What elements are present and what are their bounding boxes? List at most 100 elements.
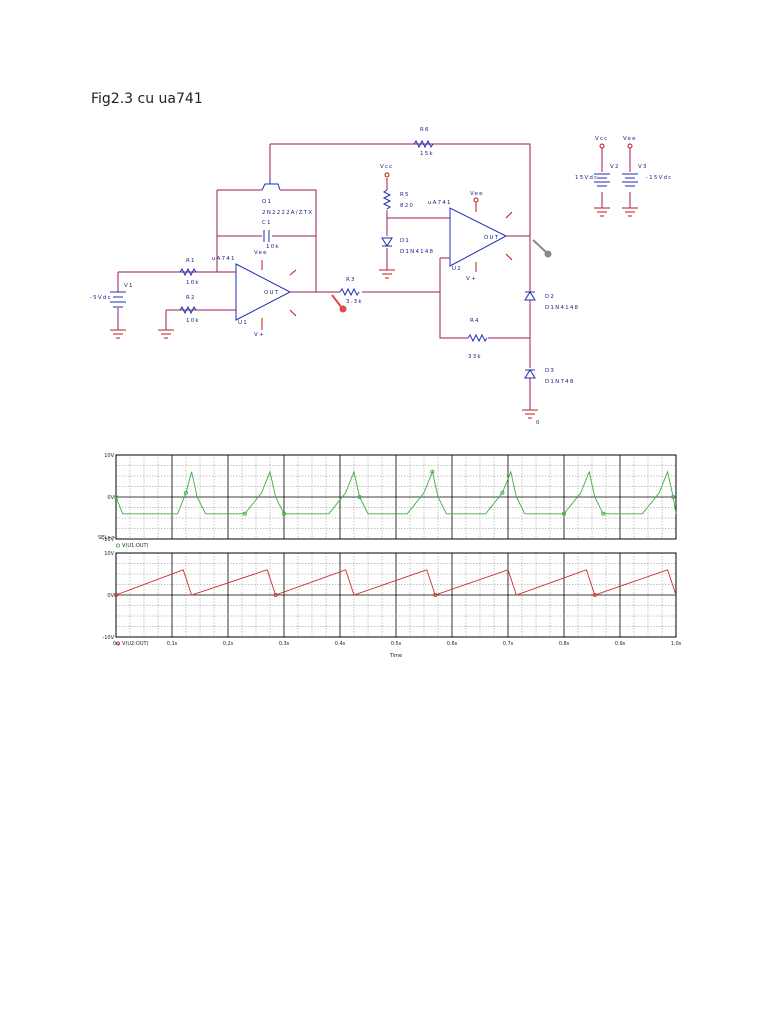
u1-vcc-label: Vee (254, 250, 268, 256)
page-title: Fig2.3 cu ua741 (91, 91, 203, 107)
plot-u1-out: 10V 0V -10V V(U1:OUT) SEL>> (98, 453, 677, 549)
ground-0-label: 0 (536, 420, 541, 426)
x-tick-label: 0.4s (335, 641, 346, 647)
x-tick-label: 0.1s (167, 641, 178, 647)
transistor-q1: Q1 2N2222A/ZTX (261, 178, 313, 216)
u2-vcc-label: V+ (466, 276, 477, 282)
legend-label: V(U1:OUT) (122, 543, 149, 549)
d2-part: D1N4148 (545, 305, 579, 311)
r4-value: 33k (468, 354, 482, 360)
x-tick-label: 0s (113, 641, 119, 647)
u1-out-label: OUT (264, 290, 279, 296)
r6-label: R6 (420, 127, 430, 133)
data-point (671, 494, 676, 499)
u1-vee-label: V+ (254, 332, 265, 338)
y-tick-label: 0V (107, 593, 114, 599)
data-point (114, 593, 119, 598)
c1-label: C1 (262, 220, 272, 226)
u1-part: uA741 (212, 256, 236, 262)
v2-label: V2 (610, 164, 620, 170)
v1-label: V1 (124, 283, 134, 289)
series-line-0 (115, 470, 677, 515)
simulation-plots: 10V 0V -10V V(U1:OUT) SEL>> 10V 0V -10V V(U2:OU… (98, 453, 682, 659)
resistor-r2: R2 10k (179, 295, 200, 324)
r2-value: 10k (186, 318, 200, 324)
resistor-r3: R3 3.3k (339, 277, 363, 305)
legend-label: V(U2:OUT) (122, 641, 149, 647)
x-tick-label: 1.0s (671, 641, 682, 647)
c1-value: 10k (266, 244, 280, 250)
x-tick-label: 0.9s (615, 641, 626, 647)
r1-value: 10k (186, 280, 200, 286)
x-tick-label: 0.5s (391, 641, 402, 647)
r3-value: 3.3k (346, 299, 363, 305)
voltage-probes (331, 239, 552, 313)
diode-d1: D1 D1N4148 (381, 237, 433, 255)
r1-label: R1 (186, 258, 196, 264)
y-tick-label: 10V (104, 453, 114, 459)
plot-u2-out: 10V 0V -10V V(U2:OUT)0s 0.1s 0.2s 0.3s 0.4s 0.5s… (102, 551, 681, 659)
v2-value: 15Vdc (575, 175, 598, 181)
series-line-1 (115, 569, 677, 596)
d3-part: D1N748 (545, 379, 575, 385)
data-point (433, 593, 438, 598)
data-point (592, 593, 597, 598)
resistor-r5: Vcc R5 820 (380, 164, 414, 210)
x-tick-label: 0.2s (223, 641, 234, 647)
u2-part: uA741 (428, 200, 452, 206)
circuit-schematic: R6 15k Q1 2N2222A/ZTX C1 10k R1 10k R2 1… (90, 127, 672, 426)
ground-symbols: 0 (110, 207, 638, 426)
y-tick-label: 0V (107, 495, 114, 501)
resistor-r4: R4 33k (467, 318, 488, 360)
x-tick-label: 0.3s (279, 641, 290, 647)
q1-part: 2N2222A/ZTX (262, 210, 313, 216)
data-point (114, 494, 119, 499)
data-point (242, 511, 247, 516)
wires (117, 143, 531, 410)
data-point (601, 511, 606, 516)
source-v1: V1 -5Vdc (90, 283, 134, 308)
v3-label: V3 (638, 164, 648, 170)
diode-d2: D2 D1N4148 (524, 291, 579, 311)
legend-marker (116, 543, 121, 548)
r2-label: R2 (186, 295, 196, 301)
legend-marker (116, 641, 121, 646)
resistor-r1: R1 10k (179, 258, 200, 286)
r5-value: 820 (400, 203, 414, 209)
x-axis-label: Time (389, 653, 402, 659)
y-tick-label: 10V (104, 551, 114, 557)
v3-vee-label: Vee (623, 136, 637, 142)
x-tick-label: 0.7s (503, 641, 514, 647)
diode-d3: D3 D1N748 (524, 368, 575, 385)
capacitor-c1: C1 10k (262, 220, 280, 250)
u2-out-label: OUT (484, 235, 499, 241)
x-tick-label: 0.8s (559, 641, 570, 647)
d1-label: D1 (400, 238, 410, 244)
v1-value: -5Vdc (90, 295, 112, 301)
data-point (562, 511, 567, 516)
data-point (281, 511, 286, 516)
u1-label: U1 (238, 320, 248, 326)
data-point (357, 494, 362, 499)
source-v2: Vcc V2 15Vdc (575, 136, 620, 208)
data-point (430, 469, 435, 474)
x-tick-label: 0.6s (447, 641, 458, 647)
d2-label: D2 (545, 294, 555, 300)
y-tick-label: -10V (102, 635, 114, 641)
data-point (183, 490, 188, 495)
u2-vee-label: Vee (470, 191, 484, 197)
sel-marker-label: SEL>> (98, 535, 116, 541)
r4-label: R4 (470, 318, 480, 324)
source-v3: Vee V3 -15Vdc (622, 136, 672, 208)
y-tick-label: -10V (102, 537, 114, 543)
q1-label: Q1 (262, 199, 272, 205)
r3-label: R3 (346, 277, 356, 283)
u2-label: U2 (452, 266, 462, 272)
opamp-u2: Vee uA741 U2 OUT V+ (428, 191, 513, 282)
v3-value: -15Vdc (646, 175, 672, 181)
data-point (273, 593, 278, 598)
vcc-label: Vcc (380, 164, 393, 170)
r6-value: 15k (420, 151, 434, 157)
data-point (500, 490, 505, 495)
opamp-u1: uA741 U1 OUT Vee V+ (212, 250, 297, 338)
